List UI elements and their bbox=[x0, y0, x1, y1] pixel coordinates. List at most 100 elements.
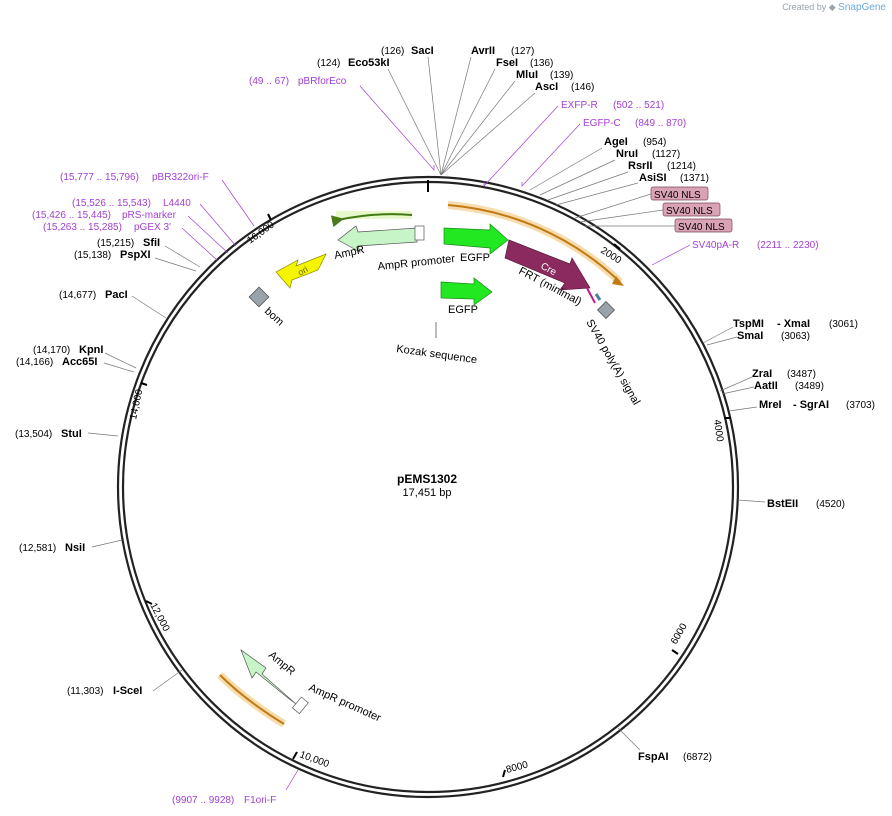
site-name-asci: AscI bbox=[535, 81, 558, 93]
bom-diamond bbox=[248, 286, 270, 308]
primer-range-pbr322ori-f: (15,777 .. 15,796) bbox=[60, 172, 139, 183]
sv40-polya-label: SV40 poly(A) signal bbox=[583, 318, 642, 408]
site-pos-stui: (13,504) bbox=[15, 429, 52, 440]
site-pos-asisi: (1371) bbox=[680, 173, 709, 184]
site-pos-nrui: (1127) bbox=[652, 149, 680, 160]
egfp-arrow-middle bbox=[440, 277, 493, 306]
sv40-polya-diamond bbox=[597, 301, 615, 319]
site-pos-saci: (126) bbox=[381, 46, 404, 57]
primer-range-sv40pa-r: (2211 .. 2230) bbox=[757, 240, 819, 251]
site-pos-nsii: (12,581) bbox=[19, 543, 56, 554]
site-pos-sgrai: (3703) bbox=[846, 400, 875, 411]
cre-arrow bbox=[504, 239, 591, 291]
primer-name-exfp-r: EXFP-R bbox=[561, 100, 598, 111]
site-name-acc65i: Acc65I bbox=[62, 356, 97, 368]
site-pos-zrai: (3487) bbox=[787, 369, 816, 380]
ampr-promoter-box-bottom bbox=[291, 696, 309, 715]
ori-label: ori bbox=[296, 264, 310, 278]
egfp-label-middle: EGFP bbox=[448, 304, 478, 316]
sv40-nls-label-2: SV40 NLS bbox=[666, 206, 713, 217]
site-pos-fsei: (136) bbox=[530, 58, 553, 69]
site-pos-kpni: (14,170) bbox=[33, 345, 70, 356]
tick-label-8000: 8000 bbox=[505, 759, 530, 775]
site-name-saci: SacI bbox=[411, 45, 434, 57]
bom-label: bom bbox=[262, 305, 286, 328]
primer-name-sv40pa-r: SV40pA-R bbox=[692, 240, 739, 251]
site-pos-fspai: (6872) bbox=[683, 752, 712, 763]
site-name-eco53ki: Eco53kI bbox=[348, 57, 390, 69]
site-name-asisi: AsiSI bbox=[639, 172, 667, 184]
site-pos-pspxi: (15,138) bbox=[74, 250, 111, 261]
site-name-pspxi: PspXI bbox=[120, 249, 151, 261]
site-pos-asci: (146) bbox=[571, 82, 594, 93]
green-arc bbox=[330, 213, 413, 228]
site-name-nsii: NsiI bbox=[65, 542, 85, 554]
site-name-iscei: I-SceI bbox=[113, 685, 142, 697]
sv40-nls-boxes: SV40 NLS SV40 NLS SV40 NLS bbox=[650, 186, 733, 233]
site-pos-avrii: (127) bbox=[511, 46, 534, 57]
primer-range-pbrforeco: (49 .. 67) bbox=[249, 76, 289, 87]
site-pos-bsteii: (4520) bbox=[816, 499, 845, 510]
primer-name-pbrforeco: pBRforEco bbox=[298, 76, 347, 87]
orange-arc-bottom bbox=[219, 674, 285, 725]
orange-arc-top bbox=[447, 204, 621, 283]
site-pos-sfii: (15,215) bbox=[97, 238, 134, 249]
site-name-avrii: AvrII bbox=[471, 45, 495, 57]
site-name-stui: StuI bbox=[61, 428, 82, 440]
site-name-zrai: ZraI bbox=[752, 368, 772, 380]
primer-range-f1ori-f: (9907 .. 9928) bbox=[172, 795, 234, 806]
site-pos-mlui: (139) bbox=[550, 70, 573, 81]
ampr-arrow-top bbox=[337, 225, 418, 253]
site-name-rsrii: RsrII bbox=[628, 160, 652, 172]
credit-prefix: Created by bbox=[782, 2, 827, 12]
site-pos-agei: (954) bbox=[643, 137, 666, 148]
site-name-aatii: AatII bbox=[754, 380, 778, 392]
kozak-label: Kozak sequence bbox=[396, 343, 478, 366]
site-name-fspai: FspAI bbox=[638, 751, 669, 763]
frt-mark bbox=[586, 287, 596, 304]
primer-range-prs-marker: (15,426 .. 15,445) bbox=[32, 210, 111, 221]
site-name-xmai: - XmaI bbox=[777, 318, 810, 330]
site-name-paci: PacI bbox=[105, 289, 128, 301]
orange-arc-top-arrow bbox=[612, 276, 624, 286]
site-pos-xmai: (3061) bbox=[829, 319, 858, 330]
primer-range-egfp-c: (849 .. 870) bbox=[635, 118, 686, 129]
primer-range-pgex3: (15,263 .. 15,285) bbox=[43, 222, 122, 233]
site-name-sfii: SfiI bbox=[143, 237, 160, 249]
ampr-promoter-box-top bbox=[414, 225, 425, 241]
sv40-nls-label-1: SV40 NLS bbox=[654, 190, 701, 201]
egfp-arrow-top bbox=[443, 223, 509, 255]
site-name-kpni: KpnI bbox=[79, 344, 103, 356]
tick-label-14000: 14,000 bbox=[128, 388, 145, 421]
primer-name-pgex3: pGEX 3' bbox=[134, 222, 171, 233]
ori-arrow bbox=[275, 253, 327, 289]
site-name-bsteii: BstEII bbox=[767, 498, 798, 510]
ampr-arrow-bottom bbox=[240, 649, 297, 705]
plasmid-name: pEMS1302 bbox=[397, 472, 457, 486]
site-pos-acc65i: (14,166) bbox=[16, 357, 53, 368]
primer-name-egfp-c: EGFP-C bbox=[583, 118, 621, 129]
site-name-mrei: MreI bbox=[759, 399, 782, 411]
tick-label-10000: 10,000 bbox=[298, 749, 331, 770]
tick-label-4000: 4000 bbox=[711, 419, 725, 443]
site-pos-eco53ki: (124) bbox=[317, 58, 340, 69]
primer-range-l4440: (15,526 .. 15,543) bbox=[72, 198, 151, 209]
site-name-sgrai: - SgrAI bbox=[793, 399, 829, 411]
orange-arc-bottom-halo bbox=[217, 672, 287, 728]
site-pos-aatii: (3489) bbox=[795, 381, 824, 392]
site-name-nrui: NruI bbox=[616, 148, 638, 160]
ampr-promoter-label-bottom: AmpR promoter bbox=[307, 682, 383, 725]
snapgene-credit: Created by ◆ SnapGene bbox=[782, 2, 886, 13]
site-pos-iscei: (11,303) bbox=[67, 686, 104, 697]
credit-brand: SnapGene bbox=[838, 2, 886, 13]
snapgene-logo-icon: ◆ bbox=[828, 2, 836, 12]
ampr-promoter-label-top: AmpR promoter bbox=[377, 253, 456, 273]
tick-label-12000: 12,000 bbox=[147, 601, 171, 634]
tick-label-6000: 6000 bbox=[669, 621, 690, 646]
primer-name-pbr322ori-f: pBR322ori-F bbox=[152, 172, 209, 183]
primer-name-l4440: L4440 bbox=[163, 198, 191, 209]
sv40-nls-label-3: SV40 NLS bbox=[678, 222, 725, 233]
primer-leaders bbox=[181, 85, 691, 791]
plasmid-size: 17,451 bp bbox=[403, 487, 452, 499]
